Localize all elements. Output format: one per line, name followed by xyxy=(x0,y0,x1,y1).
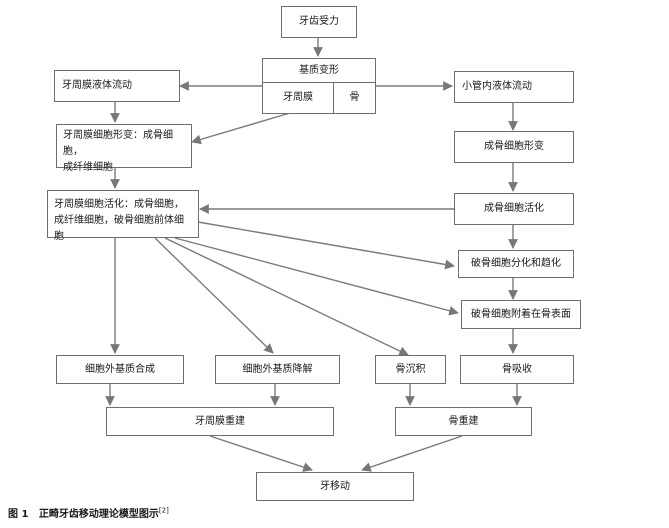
node-pdl-fluid-flow: 牙周膜液体流动 xyxy=(54,70,180,102)
arrow-bone-remodel-to-movement xyxy=(361,435,463,472)
figure-caption: 图 1 正畸牙齿移动理论模型图示[2] xyxy=(8,505,169,520)
arrow-pdl-activate-to-attach xyxy=(174,237,459,316)
node-osteoblast-deformation-label: 成骨细胞形变 xyxy=(484,141,544,152)
node-bone-remodeling-label: 骨重建 xyxy=(448,415,479,427)
arrow-pdl-activate-to-diff xyxy=(197,221,455,270)
node-osteoclast-differentiation-label: 破骨细胞分化和趋化 xyxy=(471,258,561,269)
node-osteoclast-attachment-label: 破骨细胞附着在骨表面 xyxy=(471,308,571,320)
node-ecm-degradation: 细胞外基质降解 xyxy=(215,355,340,384)
node-pdl-cell-deformation: 牙周膜细胞形变：成骨细胞， 成纤维细胞 xyxy=(56,124,192,173)
node-bone-resorption: 骨吸收 xyxy=(460,355,574,384)
figure-caption-label: 图 1 xyxy=(8,509,29,520)
node-ecm-synthesis-label: 细胞外基质合成 xyxy=(85,363,155,375)
node-ecm-degradation-label: 细胞外基质降解 xyxy=(242,363,313,375)
node-tooth-force: 牙齿受力 xyxy=(281,6,357,38)
node-matrix-divider xyxy=(333,83,334,113)
arrow-pdl-remodel-to-movement xyxy=(209,435,313,472)
node-osteoblast-activation: 成骨细胞活化 xyxy=(454,193,574,225)
node-bone-deposition-label: 骨沉积 xyxy=(395,363,426,375)
arrow-pdl-activate-to-degradation xyxy=(154,237,274,354)
node-bone-remodeling: 骨重建 xyxy=(395,407,532,436)
node-matrix-deformation: 基质变形 牙周膜 骨 xyxy=(262,58,376,114)
node-pdl-cell-activation: 牙周膜细胞活化：成骨细胞， 成纤维细胞，破骨细胞前体细胞 xyxy=(47,190,199,242)
node-canal-fluid-flow: 小管内液体流动 xyxy=(454,71,574,103)
figure-caption-text: 正畸牙齿移动理论模型图示 xyxy=(38,509,159,520)
node-canal-fluid-flow-label: 小管内液体流动 xyxy=(462,81,532,92)
figure-caption-ref: [2] xyxy=(158,506,169,515)
node-pdl-remodeling-label: 牙周膜重建 xyxy=(195,415,245,427)
node-tooth-movement-label: 牙移动 xyxy=(320,480,350,492)
node-osteoblast-deformation: 成骨细胞形变 xyxy=(454,131,574,163)
node-matrix-pdl: 牙周膜 xyxy=(283,92,313,103)
node-tooth-force-label: 牙齿受力 xyxy=(299,16,339,27)
node-osteoclast-differentiation: 破骨细胞分化和趋化 xyxy=(458,250,574,278)
node-tooth-movement: 牙移动 xyxy=(256,472,414,501)
node-osteoblast-activation-label: 成骨细胞活化 xyxy=(484,203,544,214)
node-pdl-remodeling: 牙周膜重建 xyxy=(106,407,334,436)
node-bone-deposition: 骨沉积 xyxy=(375,355,446,384)
node-matrix-deformation-label: 基质变形 xyxy=(299,64,339,76)
node-bone-resorption-label: 骨吸收 xyxy=(502,363,532,375)
arrow-matrix-pdl-to-deform xyxy=(191,112,291,145)
node-osteoclast-attachment: 破骨细胞附着在骨表面 xyxy=(461,300,581,329)
node-pdl-fluid-flow-label: 牙周膜液体流动 xyxy=(62,80,132,91)
node-ecm-synthesis: 细胞外基质合成 xyxy=(56,355,184,384)
node-matrix-bone: 骨 xyxy=(349,92,360,103)
node-matrix-subrow: 牙周膜 骨 xyxy=(263,82,375,113)
arrow-pdl-activate-to-deposition xyxy=(164,237,409,356)
